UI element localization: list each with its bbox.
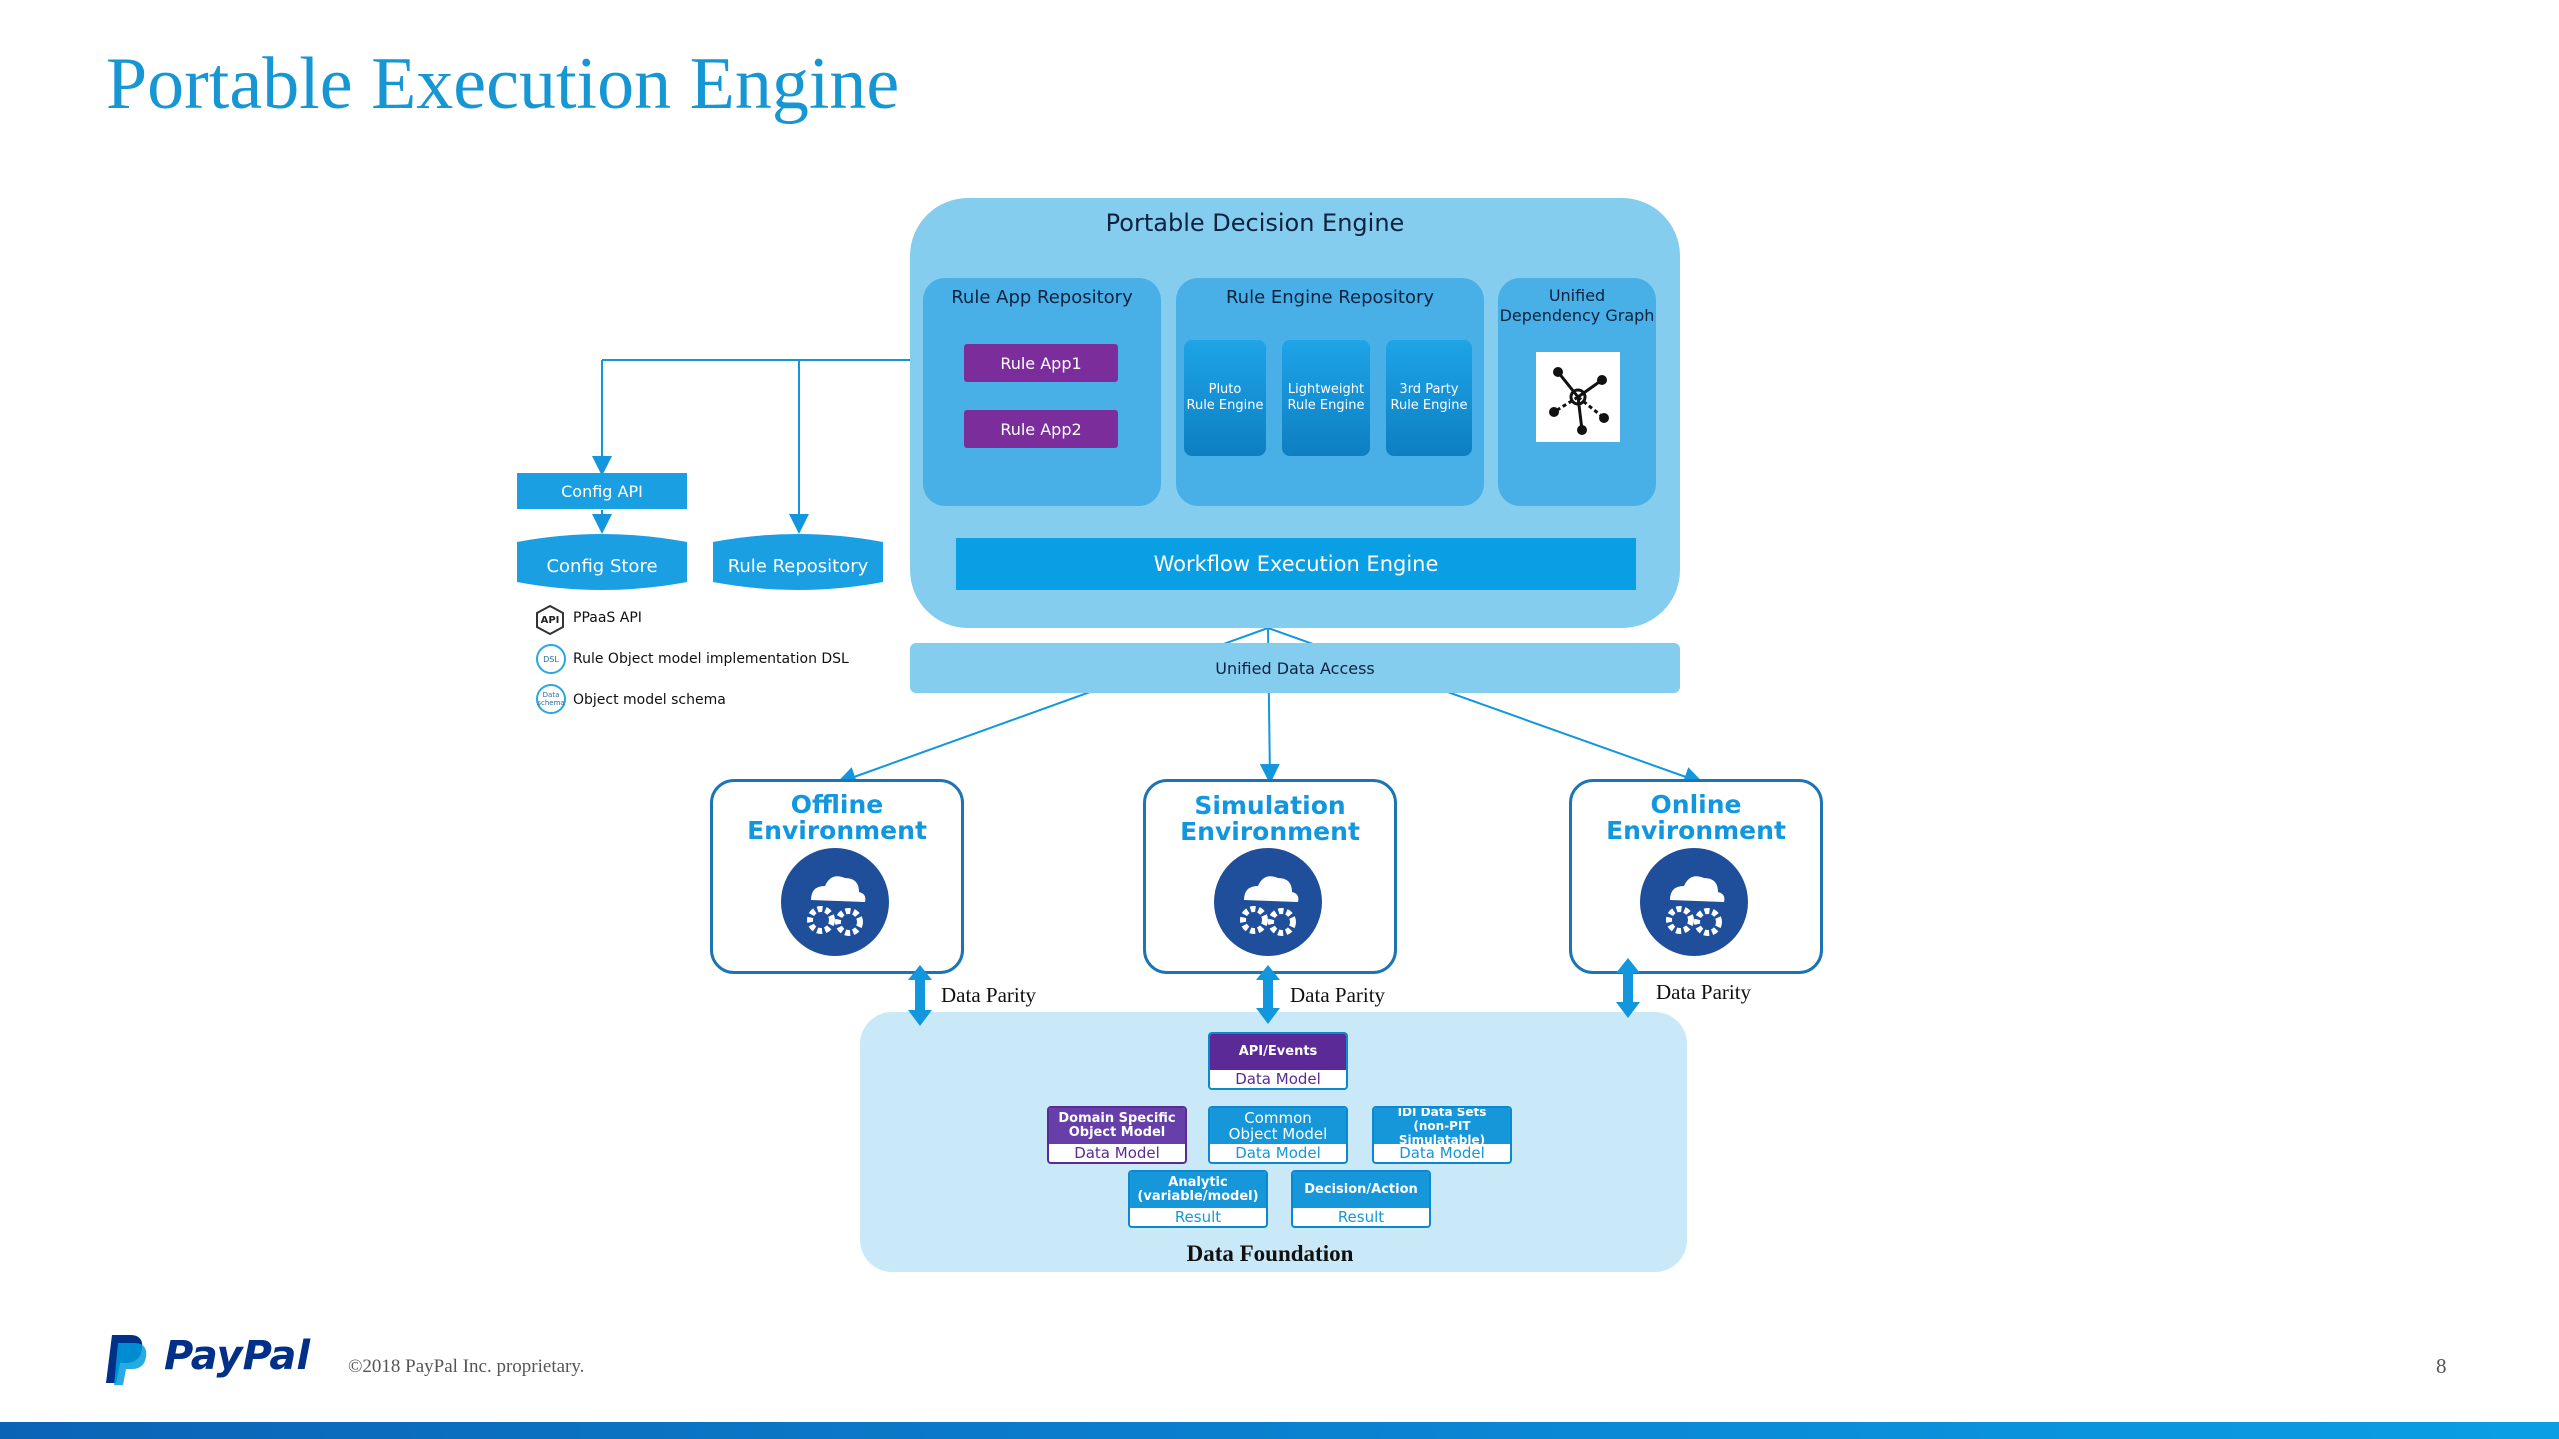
rule-app2-button[interactable]: Rule App2 [964,410,1118,448]
rule-repository-cylinder [713,532,883,592]
offline-data-parity-label: Data Parity [941,983,1037,1007]
workflow-execution-engine: Workflow Execution Engine [956,538,1636,590]
chip-top: Domain Specific Object Model [1049,1108,1185,1144]
common-object-model-chip: Common Object Model Data Model [1208,1106,1348,1164]
rule-app1-button[interactable]: Rule App1 [964,344,1118,382]
api-events-chip: API/Events Data Model [1208,1032,1348,1090]
chip-top: IDI Data Sets (non-PIT Simulatable) [1374,1108,1510,1147]
unified-data-access: Unified Data Access [910,643,1680,693]
chip-bottom: Data Model [1399,1144,1485,1162]
cloud-gear-icon [781,848,889,956]
online-environment-title: Online Environment [1606,790,1786,845]
chip-top: Analytic (variable/model) [1130,1172,1266,1208]
chip-bottom: Data Model [1074,1144,1160,1162]
data-foundation-title: Data Foundation [1186,1241,1354,1266]
pluto-rule-engine[interactable]: Pluto Rule Engine [1184,340,1266,456]
online-data-parity-label: Data Parity [1656,980,1752,1004]
rule-app-repository [923,278,1161,506]
page-number: 8 [2436,1354,2447,1378]
chip-top: Decision/Action [1293,1172,1429,1208]
slide-title: Portable Execution Engine [106,43,900,125]
chip-top: API/Events [1210,1034,1346,1070]
rule-repository-label: Rule Repository [727,555,869,577]
legend-dsl: Rule Object model implementation DSL [573,651,849,667]
paypal-logo-text: PayPal [164,1333,311,1379]
chip-bottom: Data Model [1235,1070,1321,1088]
idi-data-sets-chip: IDI Data Sets (non-PIT Simulatable) Data… [1372,1106,1512,1164]
offline-environment-title: Offline Environment [747,790,927,845]
dependency-graph-icon [1536,352,1620,442]
footer-bar [0,1422,2559,1439]
chip-bottom: Result [1337,1208,1385,1226]
legend-ppaas-api: PPaaS API [573,610,642,626]
cloud-gear-icon [1214,848,1322,956]
footer-copyright: ©2018 PayPal Inc. proprietary. [348,1356,585,1377]
decision-action-chip: Decision/Action Result [1291,1170,1431,1228]
rule-engine-repository-title: Rule Engine Repository [1225,286,1435,308]
rule-app-repository-title: Rule App Repository [951,286,1133,308]
lightweight-rule-engine[interactable]: Lightweight Rule Engine [1282,340,1370,456]
simulation-environment-title: Simulation Environment [1180,791,1360,846]
simulation-data-parity-label: Data Parity [1290,983,1386,1007]
config-store-cylinder [517,532,687,592]
dsl-circle-icon: DSL [536,644,566,674]
udg-title: Unified Dependency Graph [1499,286,1655,325]
config-api-box[interactable]: Config API [517,473,687,509]
pde-title: Portable Decision Engine [1105,209,1405,237]
config-store-label: Config Store [546,555,658,577]
api-icon-label: API [540,614,560,626]
chip-bottom: Data Model [1235,1144,1321,1162]
chip-bottom: Result [1174,1208,1222,1226]
chip-top: Common Object Model [1210,1108,1346,1144]
cloud-gear-icon [1640,848,1748,956]
analytic-chip: Analytic (variable/model) Result [1128,1170,1268,1228]
domain-specific-chip: Domain Specific Object Model Data Model [1047,1106,1187,1164]
data-schema-circle-icon: Data schema [536,684,566,714]
legend-object-model-schema: Object model schema [573,692,726,708]
paypal-logo-icon [104,1333,150,1385]
api-hex-icon [534,604,566,636]
third-party-rule-engine[interactable]: 3rd Party Rule Engine [1386,340,1472,456]
